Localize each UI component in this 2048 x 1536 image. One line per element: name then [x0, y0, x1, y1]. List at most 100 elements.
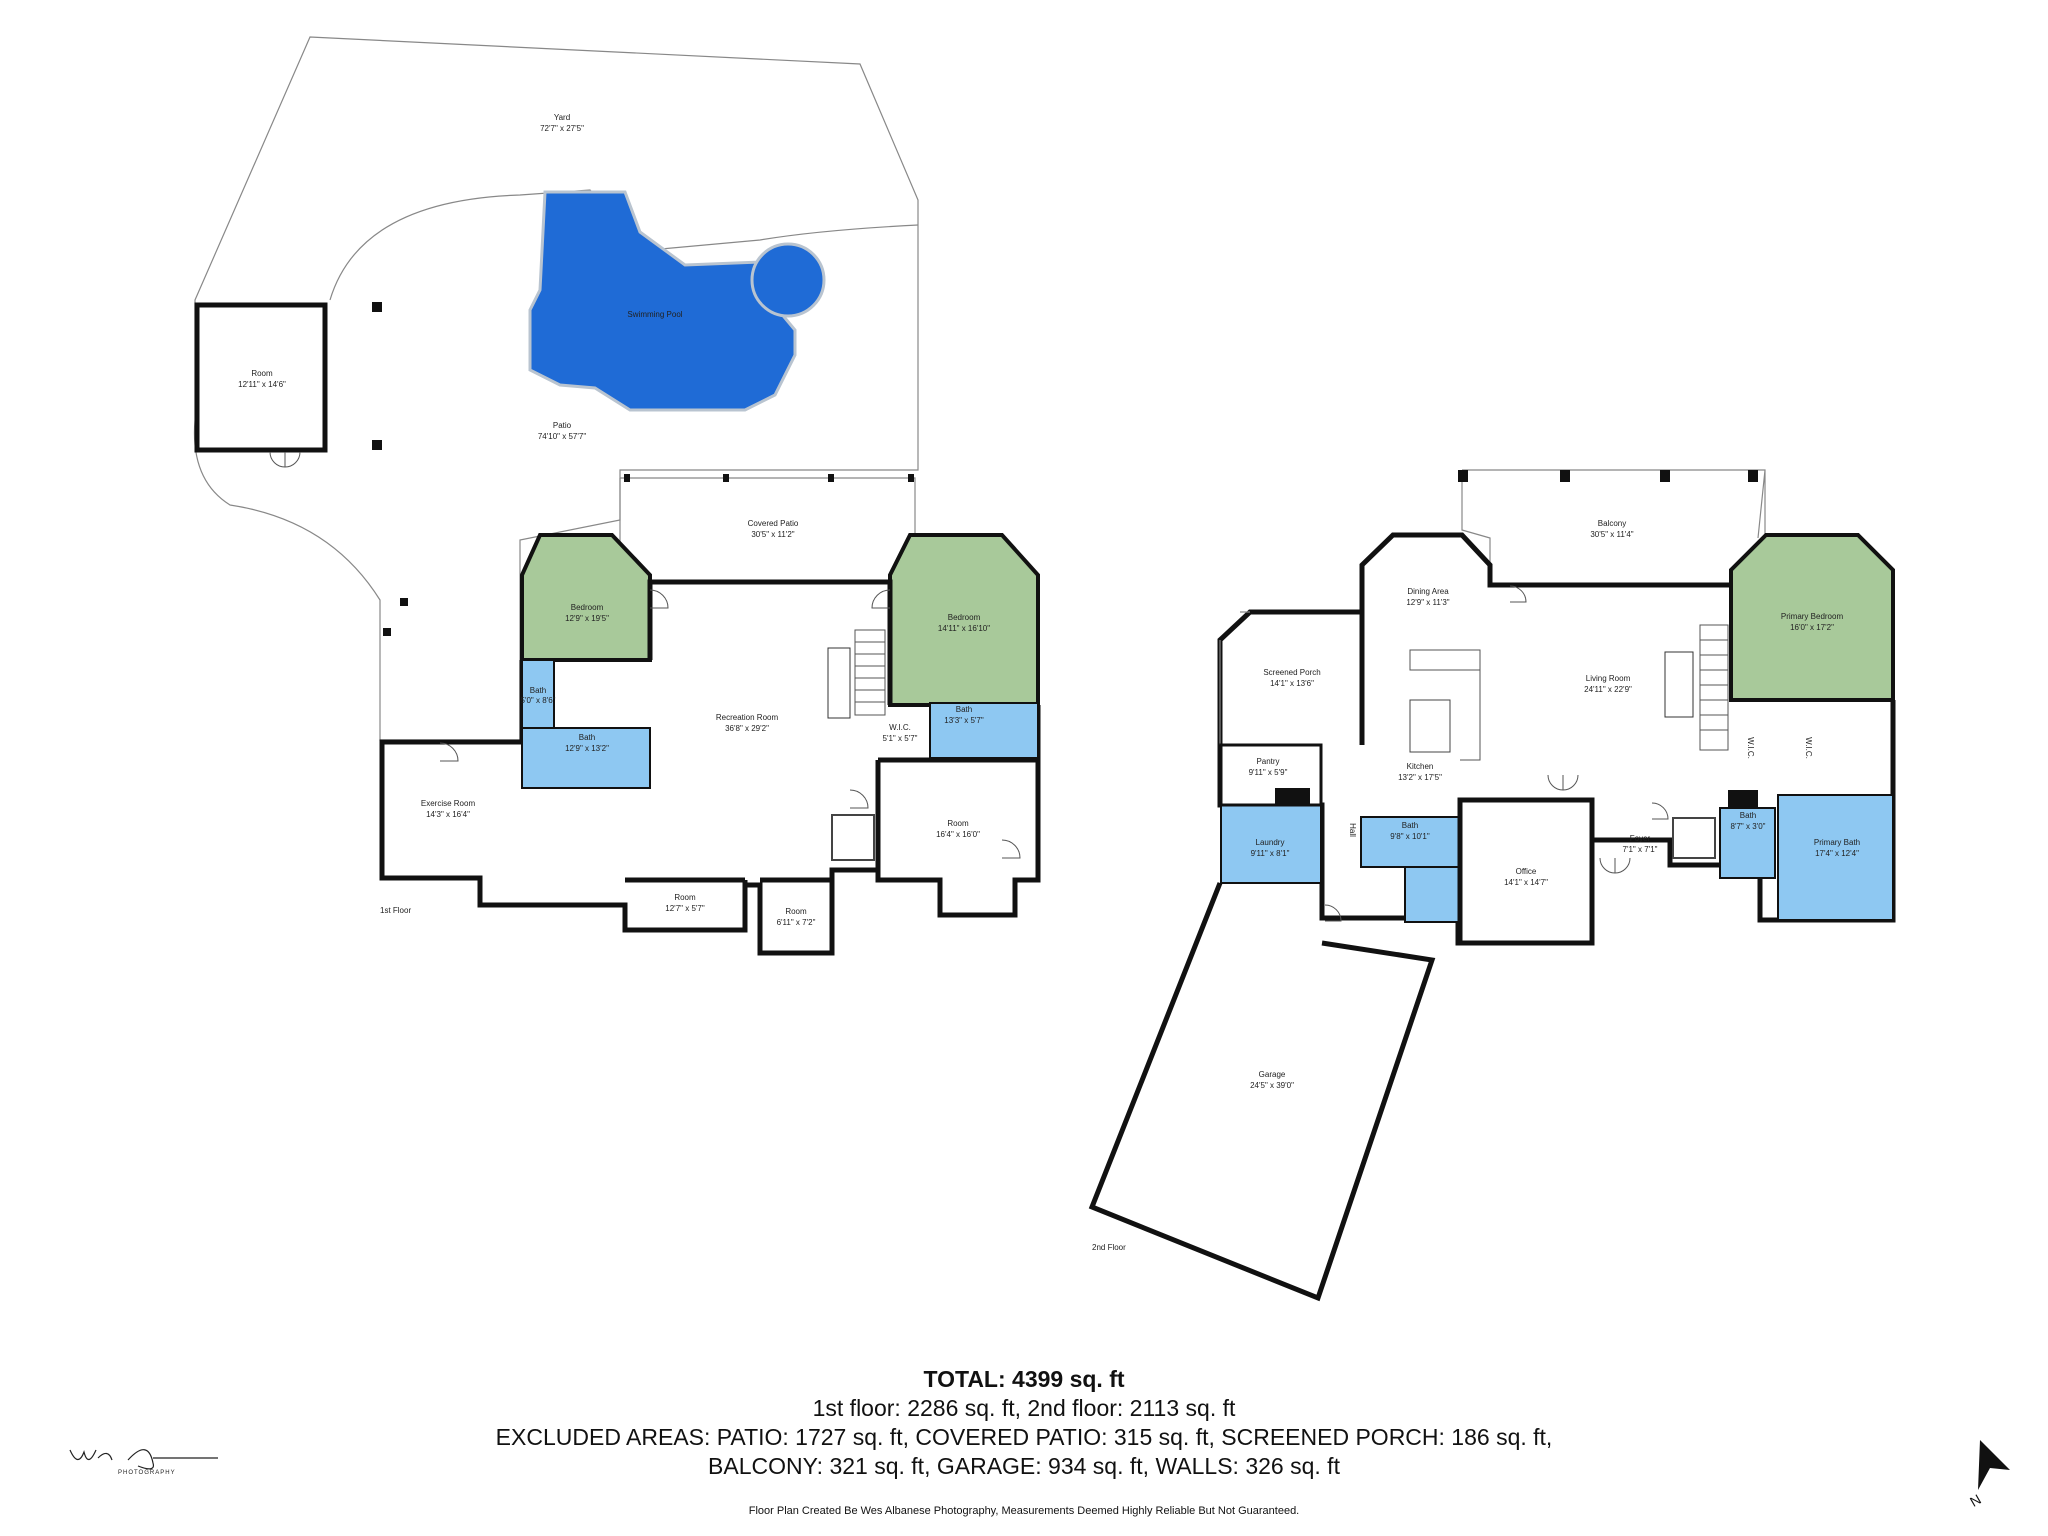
room-name: W.I.C. — [1804, 737, 1813, 759]
bath-1-fill — [521, 659, 555, 729]
door-arc — [439, 742, 459, 762]
patio-post — [372, 440, 382, 450]
balcony-post — [1560, 470, 1570, 482]
bath-2-fill — [521, 727, 651, 789]
room-name: Patio — [553, 421, 572, 430]
room-name: Balcony — [1598, 519, 1626, 528]
office-wall — [1457, 797, 1595, 946]
room-name: Recreation Room — [716, 713, 779, 722]
door-arc — [871, 589, 891, 609]
floor-label: 2nd Floor — [1092, 1243, 1126, 1252]
room-dims: 30'5" x 11'2" — [751, 530, 794, 539]
room-dims: 5'0" x 8'6" — [521, 696, 556, 705]
room-dims: 24'5" x 39'0" — [1250, 1081, 1294, 1090]
room-dims: 9'11" x 8'1" — [1251, 849, 1290, 858]
shower — [1672, 817, 1716, 859]
room-name: W.I.C. — [889, 723, 911, 732]
north-arrow-icon: N — [1967, 1440, 2010, 1510]
signature-logo — [69, 1449, 218, 1470]
room-dims: 5'1" x 5'7" — [883, 734, 918, 743]
room-dims: 13'2" x 17'5" — [1398, 773, 1442, 782]
first-floor-plan: Yard 72'7" x 27'5" Room 12'11" x 14'6" S… — [193, 36, 1041, 956]
screened-porch — [1219, 611, 1250, 745]
covered-patio — [619, 477, 916, 580]
bath-dark — [1728, 790, 1758, 808]
room-dims: 16'0" x 17'2" — [1790, 623, 1834, 632]
covered-patio-post — [908, 474, 914, 482]
room-name: Bath — [956, 705, 972, 714]
disclaimer: Floor Plan Created Be Wes Albanese Photo… — [748, 1505, 1300, 1517]
bath-8x3-fill — [1719, 807, 1776, 879]
room-dims: 9'8" x 10'1" — [1390, 832, 1430, 841]
floor-areas: 1st floor: 2286 sq. ft, 2nd floor: 2113 … — [812, 1395, 1236, 1421]
room-name: Foyer — [1630, 834, 1651, 843]
room-name: Swimming Pool — [627, 310, 682, 319]
room-name: Primary Bath — [1814, 838, 1860, 847]
room-dims: 24'11" x 22'9" — [1584, 685, 1632, 694]
fireplace — [827, 647, 851, 719]
shower — [831, 814, 875, 861]
room-name: W.I.C. — [1746, 737, 1755, 759]
room-dims: 14'11" x 16'10" — [938, 624, 990, 633]
room-name: Exercise Room — [421, 799, 476, 808]
room-dims: 36'8" x 29'2" — [725, 724, 769, 733]
second-floor-plan: Balcony 30'5" x 11'4" Dining Area 12'9" … — [1088, 469, 1896, 1302]
room-name: Dining Area — [1407, 587, 1449, 596]
room-dims: 7'1" x 7'1" — [1623, 845, 1658, 854]
door-arc — [1001, 839, 1021, 859]
patio-post — [372, 302, 382, 312]
primary-bath-fill — [1777, 794, 1894, 921]
excluded-areas-line-1: EXCLUDED AREAS: PATIO: 1727 sq. ft, COVE… — [495, 1424, 1553, 1450]
pantry-dark — [1275, 788, 1310, 805]
room-name: Primary Bedroom — [1781, 612, 1844, 621]
bath-2f-lower — [1404, 866, 1461, 923]
room-dims: 74'10" x 57'7" — [538, 432, 586, 441]
door-arc — [1324, 904, 1342, 922]
room-name: Room — [674, 893, 696, 902]
door-arc — [269, 451, 301, 468]
room-dims: 12'7" x 5'7" — [665, 904, 705, 913]
room-sw-wall — [875, 757, 1041, 880]
room-dims: 6'11" x 7'2" — [777, 918, 816, 927]
total-area: TOTAL: 4399 sq. ft — [923, 1366, 1125, 1392]
logo-subtitle: PHOTOGRAPHY — [118, 1470, 176, 1476]
room-name: Bath — [579, 733, 595, 742]
bath-3-fill — [929, 702, 1039, 759]
room-dims: 14'1" x 13'6" — [1270, 679, 1314, 688]
room-small-walls — [625, 877, 832, 930]
balcony-post — [1660, 470, 1670, 482]
room-dims: 14'3" x 16'4" — [426, 810, 470, 819]
fireplace — [1664, 651, 1694, 718]
kitchen-counter — [1409, 649, 1481, 761]
door-arc — [649, 589, 669, 609]
door-arc — [849, 789, 869, 809]
room-name: Bedroom — [948, 613, 981, 622]
room-dims: 30'5" x 11'4" — [1590, 530, 1633, 539]
room-dims: 17'4" x 12'4" — [1815, 849, 1859, 858]
room-dims: 72'7" x 27'5" — [540, 124, 584, 133]
room-dims: 14'1" x 14'7" — [1504, 878, 1548, 887]
balcony-post — [1748, 470, 1758, 482]
excluded-areas-line-2: BALCONY: 321 sq. ft, GARAGE: 934 sq. ft,… — [708, 1453, 1340, 1479]
room-name: Living Room — [1586, 674, 1631, 683]
garage-outline — [1088, 882, 1436, 1302]
patio-post — [383, 628, 391, 636]
room-name: Room — [251, 369, 273, 378]
bedroom-1-fill — [520, 533, 652, 662]
door-arc — [1547, 774, 1579, 791]
room-name: Pantry — [1256, 757, 1279, 766]
room-name: Screened Porch — [1263, 668, 1320, 677]
outdoor-room — [194, 302, 328, 453]
room-name: Bath — [1402, 821, 1418, 830]
swimming-pool — [528, 190, 797, 412]
door-arc — [1509, 585, 1527, 603]
area-summary: TOTAL: 4399 sq. ft 1st floor: 2286 sq. f… — [0, 1364, 2048, 1481]
room-dims: 12'11" x 14'6" — [238, 380, 286, 389]
room-dims: 12'9" x 19'5" — [565, 614, 609, 623]
pool-spa — [750, 242, 826, 318]
room-name: Bath — [1740, 811, 1756, 820]
covered-patio-post — [624, 474, 630, 482]
room-name: Room — [947, 819, 969, 828]
room-name: Kitchen — [1407, 762, 1434, 771]
